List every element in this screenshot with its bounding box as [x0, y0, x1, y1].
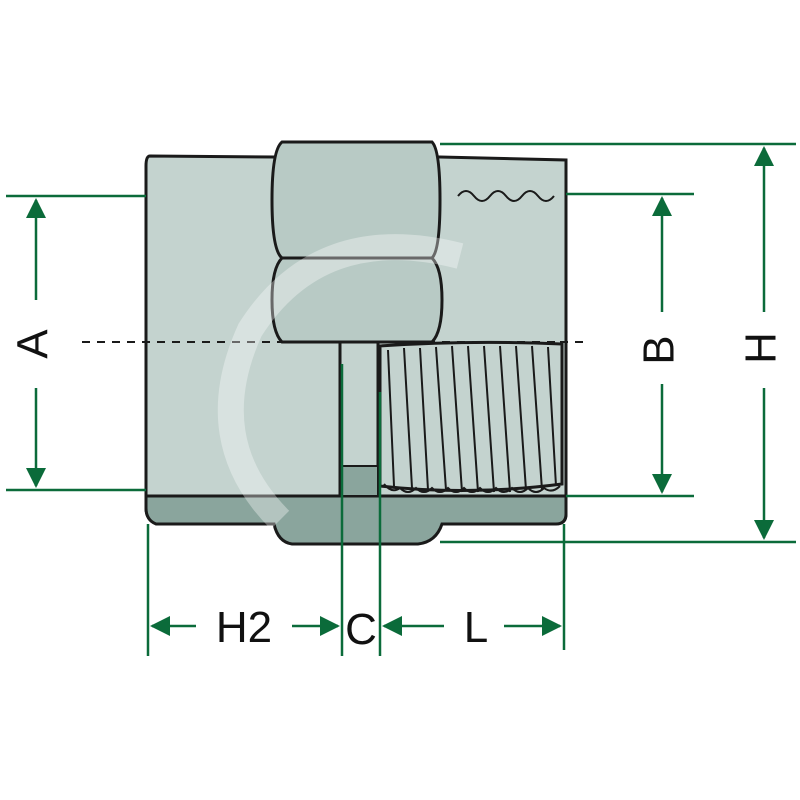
label-H2: H2	[216, 603, 272, 652]
thread-icon	[378, 340, 564, 493]
label-B: B	[635, 335, 684, 364]
thread-hint	[457, 190, 555, 202]
fitting-body	[82, 140, 590, 546]
label-H: H	[737, 332, 786, 364]
label-C: C	[345, 605, 377, 654]
watermark	[217, 234, 464, 530]
bore-step	[339, 465, 379, 497]
body-bottom-rim	[144, 494, 568, 546]
dimension-lines	[6, 142, 796, 656]
label-A: A	[9, 329, 58, 359]
label-L: L	[464, 603, 488, 652]
hex-nut-icon	[270, 140, 444, 344]
